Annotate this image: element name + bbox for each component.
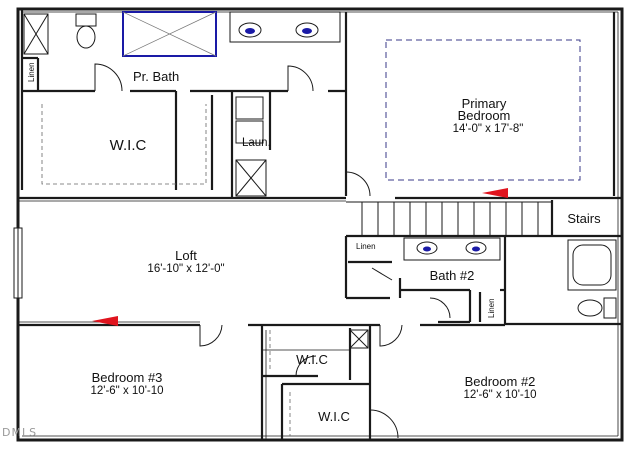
washer-dryer — [235, 96, 267, 197]
linen-bath2-label: Linen — [487, 298, 496, 318]
bath2-vanity — [403, 237, 501, 261]
stair-treads — [346, 201, 552, 236]
primary-bedroom-label-2: Bedroom — [458, 108, 511, 123]
wic-primary-label: W.I.C — [110, 137, 147, 154]
laundry-label: Laun. — [242, 137, 271, 149]
bedroom2-label: Bedroom #2 — [465, 374, 536, 389]
primary-vanity — [229, 11, 341, 43]
bedroom3-label: Bedroom #3 — [92, 370, 163, 385]
primary-bedroom-label-1: Primary — [462, 96, 507, 111]
shower — [122, 11, 217, 57]
primary-bedroom-dims: 14'-0" x 17'-8" — [453, 123, 524, 135]
linen-primary-label: Linen — [27, 62, 36, 82]
primary-sink-basins — [245, 28, 312, 34]
linen-hall-label: Linen — [356, 242, 376, 251]
mechanical-box — [23, 13, 49, 55]
lower-wic-box — [349, 329, 369, 349]
wic-upper-label: W.I.C — [296, 352, 328, 367]
interior-walls — [18, 10, 622, 440]
wic-shelving — [41, 104, 291, 436]
stairs-label: Stairs — [567, 211, 601, 226]
exterior-walls — [16, 7, 624, 442]
red-arrows — [92, 188, 508, 326]
primary-toilet — [75, 13, 97, 49]
dmls-watermark: DMLS — [2, 426, 37, 439]
primary-tray-ceiling — [385, 39, 581, 181]
bathtub — [567, 239, 617, 291]
loft-label: Loft — [175, 248, 197, 263]
bedroom3-dims: 12'-6" x 10'-10 — [90, 385, 163, 397]
bath2-sink-basins — [423, 246, 480, 252]
loft-window — [13, 227, 23, 299]
wic-lower-label: W.I.C — [318, 409, 350, 424]
pr-bath-label: Pr. Bath — [133, 69, 179, 84]
bath2-label: Bath #2 — [430, 268, 475, 283]
door-swings — [94, 63, 451, 439]
bath2-toilet — [577, 297, 617, 319]
loft-dims: 16'-10" x 12'-0" — [147, 263, 224, 275]
bedroom2-dims: 12'-6" x 10'-10 — [463, 389, 536, 401]
